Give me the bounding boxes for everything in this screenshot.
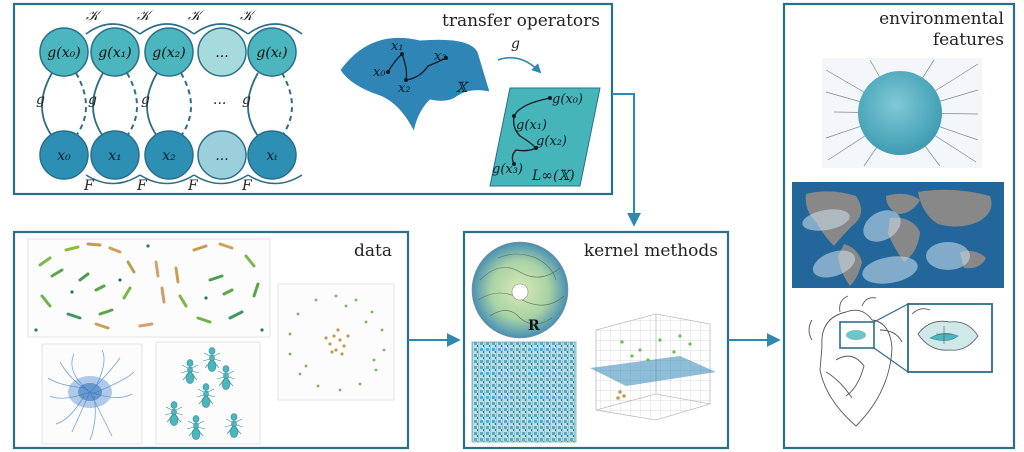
- koopman-arc-1: [85, 23, 141, 35]
- image-trajectory: [511, 97, 551, 165]
- traj-label-x2: x₂: [398, 81, 411, 96]
- node-g-x1: [90, 27, 140, 77]
- kernel-methods-panel: kernel methods R: [462, 230, 730, 450]
- koopman-arc-4: [247, 23, 303, 35]
- node-label-x1: x₁: [108, 148, 122, 164]
- node-label-g-dots: ...: [215, 45, 228, 61]
- traj-label-x3: x₃: [434, 49, 447, 64]
- function-space-illustration: g(x₀) g(x₁) g(x₂) g(x₃) L∞(𝕏): [489, 87, 601, 187]
- node-x0: [39, 130, 89, 180]
- kernel-matrix-heatmap: [471, 341, 577, 443]
- state-space-blob: [339, 36, 491, 134]
- g-middle-dots: ...: [213, 92, 226, 108]
- koopman-arc-3: [193, 23, 249, 35]
- zoom-source-box: [839, 321, 875, 349]
- separating-plane: [590, 356, 716, 386]
- highlight-region-3: [812, 250, 856, 278]
- f-label-1: F: [83, 178, 95, 194]
- node-x1: [90, 130, 140, 180]
- image-label-gx0: g(x₀): [552, 92, 583, 107]
- g-label-3: g: [141, 92, 150, 108]
- data-panel-title: data: [354, 241, 392, 261]
- vector-field-plot: [27, 238, 271, 338]
- traj-label-x1: x₁: [391, 39, 404, 54]
- node-g-xt: [247, 27, 297, 77]
- environmental-title-line2: features: [933, 30, 1004, 50]
- map-arrow: [497, 56, 542, 74]
- traj-label-x0: x₀: [373, 65, 386, 80]
- f-arc-4: [247, 174, 303, 185]
- g-label-1: g: [36, 92, 45, 108]
- highlight-region-5: [926, 242, 970, 270]
- europe: [886, 193, 920, 214]
- node-g-x2: [144, 27, 194, 77]
- g-links: [41, 72, 293, 137]
- map-arrow-label: g: [511, 36, 520, 52]
- node-label-x0: x₀: [57, 148, 71, 164]
- trajectory-cloud-plot: [41, 343, 143, 445]
- f-arc-2: [139, 174, 195, 185]
- ring-scatter-plot: [277, 283, 395, 401]
- environmental-title-line1: environmental: [879, 9, 1004, 29]
- highlight-region-2: [863, 210, 901, 242]
- f-arc-3: [193, 174, 249, 185]
- data-panel: data: [12, 230, 410, 450]
- state-space-label: 𝕏: [456, 80, 469, 96]
- node-xt: [247, 130, 297, 180]
- node-label-x2: x₂: [162, 148, 176, 164]
- transfer-panel-title: transfer operators: [442, 11, 600, 31]
- node-label-g-x0: g(x₀): [47, 45, 80, 61]
- image-label-gx1: g(x₁): [516, 118, 547, 133]
- image-label-gx2: g(x₂): [536, 134, 567, 149]
- node-x2: [144, 130, 194, 180]
- image-label-gx3: g(x₃): [492, 162, 523, 177]
- f-label-3: F: [187, 178, 199, 194]
- highlight-region-4: [862, 256, 918, 284]
- node-dots: [197, 130, 247, 180]
- node-label-g-x1: g(x₁): [98, 45, 131, 61]
- node-label-xt: xₜ: [266, 148, 278, 164]
- world-map-image: [792, 182, 1004, 288]
- highlight-region-1: [802, 209, 850, 231]
- node-label-g-x2: g(x₂): [152, 45, 185, 61]
- f-arc-1: [85, 174, 141, 185]
- asia: [918, 189, 992, 227]
- koopman-arc-2: [139, 23, 195, 35]
- particle-sphere-image: [822, 58, 982, 168]
- heart-schematic-image: [808, 295, 993, 427]
- scatter-3d-plot: [590, 313, 716, 421]
- transfer-operators-panel: transfer operators 𝒦 𝒦 𝒦 𝒦 F F F F: [12, 2, 614, 196]
- region-label: R: [528, 318, 540, 334]
- environmental-features-panel: environmental features: [782, 2, 1016, 450]
- bottom-nodes: x₀ x₁ x₂ ... xₜ: [39, 130, 297, 180]
- function-space-label: L∞(𝕏): [531, 168, 575, 184]
- node-g-dots: [197, 27, 247, 77]
- node-g-x0: [39, 27, 89, 77]
- arrow-transfer-to-kernel: [612, 93, 641, 227]
- f-label-4: F: [241, 178, 253, 194]
- top-nodes: g(x₀) g(x₁) g(x₂) ... g(xₜ): [39, 27, 297, 77]
- ants-plot: [155, 341, 261, 445]
- valve-detail: [911, 308, 979, 351]
- contour-disk-plot: R: [471, 241, 569, 339]
- g-label-2: g: [88, 92, 97, 108]
- g-label-4: g: [242, 92, 251, 108]
- kernel-panel-title: kernel methods: [584, 241, 718, 261]
- f-label-2: F: [136, 178, 148, 194]
- node-label-dots: ...: [215, 148, 228, 164]
- node-label-g-xt: g(xₜ): [256, 45, 287, 61]
- state-space-illustration: x₀ x₁ x₂ x₃ 𝕏: [339, 36, 491, 134]
- function-space-parallelogram: [489, 87, 601, 187]
